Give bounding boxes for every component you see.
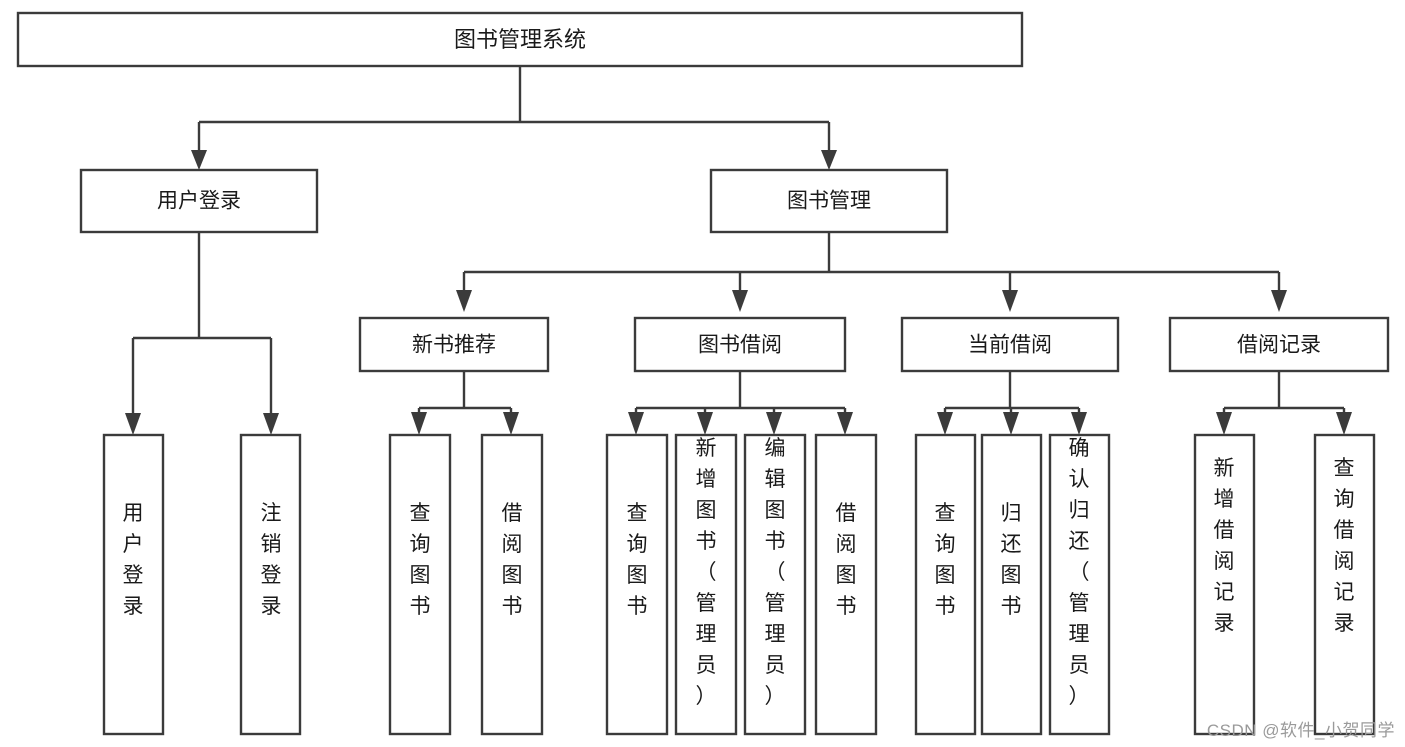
leaf-confirm-return-label: 确认归还（管理员）: [1069, 437, 1090, 708]
leaf-query-book-3[interactable]: 查询图书: [914, 433, 977, 736]
connector-book-borrow-to-leaves: [628, 371, 853, 435]
node-book-borrow[interactable]: 图书借阅: [633, 316, 847, 373]
arrow-icon: [821, 150, 837, 170]
leaf-user-login-label: 用户登录: [123, 502, 144, 618]
node-book-manage[interactable]: 图书管理: [709, 168, 949, 234]
leaf-add-record[interactable]: 新增借阅记录: [1193, 433, 1256, 736]
node-root[interactable]: 图书管理系统: [16, 11, 1024, 68]
connector-borrow-record-to-leaves: [1216, 371, 1352, 435]
arrow-icon: [191, 150, 207, 170]
arrow-icon: [1271, 290, 1287, 312]
leaf-borrow-book-1-label: 借阅图书: [502, 502, 523, 618]
leaf-query-record-label: 查询借阅记录: [1334, 457, 1355, 635]
arrow-icon: [503, 412, 519, 435]
node-borrow-record-label: 借阅记录: [1237, 334, 1321, 357]
leaf-borrow-book-2[interactable]: 借阅图书: [814, 433, 878, 736]
leaf-query-book-2[interactable]: 查询图书: [605, 433, 669, 736]
node-current-borrow[interactable]: 当前借阅: [900, 316, 1120, 373]
node-user-login-label: 用户登录: [157, 190, 241, 213]
node-root-label: 图书管理系统: [454, 27, 586, 52]
node-current-borrow-label: 当前借阅: [968, 334, 1052, 357]
leaf-logout-label: 注销登录: [261, 502, 282, 618]
arrow-icon: [732, 290, 748, 312]
arrow-icon: [628, 412, 644, 435]
arrow-icon: [697, 412, 713, 435]
node-book-borrow-label: 图书借阅: [698, 334, 782, 357]
leaf-query-book-3-label: 查询图书: [935, 502, 956, 618]
arrow-icon: [1002, 290, 1018, 312]
leaf-return-book-label: 归还图书: [1001, 502, 1022, 618]
connector-current-borrow-to-leaves: [937, 371, 1087, 435]
connector-new-book-to-leaves: [411, 371, 519, 435]
leaf-add-book[interactable]: 新增图书（管理员）: [674, 433, 738, 736]
node-book-manage-label: 图书管理: [787, 190, 871, 213]
connector-book-manage-to-level3: [456, 232, 1287, 312]
arrow-icon: [837, 412, 853, 435]
node-new-book-recommend-label: 新书推荐: [412, 334, 496, 357]
node-new-book-recommend[interactable]: 新书推荐: [358, 316, 550, 373]
leaf-query-book-1-label: 查询图书: [410, 502, 431, 618]
arrow-icon: [411, 412, 427, 435]
leaf-confirm-return[interactable]: 确认归还（管理员）: [1048, 433, 1111, 736]
connector-root-to-level2: [191, 66, 837, 170]
leaf-query-record[interactable]: 查询借阅记录: [1313, 433, 1376, 736]
arrow-icon: [263, 413, 279, 435]
leaf-return-book[interactable]: 归还图书: [980, 433, 1043, 736]
arrow-icon: [1071, 412, 1087, 435]
leaf-borrow-book-1[interactable]: 借阅图书: [480, 433, 544, 736]
arrow-icon: [937, 412, 953, 435]
leaf-edit-book-label: 编辑图书（管理员）: [765, 437, 786, 708]
node-user-login[interactable]: 用户登录: [79, 168, 319, 234]
node-borrow-record[interactable]: 借阅记录: [1168, 316, 1390, 373]
arrow-icon: [1003, 412, 1019, 435]
leaf-query-book-2-label: 查询图书: [627, 502, 648, 618]
leaf-edit-book[interactable]: 编辑图书（管理员）: [743, 433, 807, 736]
connector-user-login-to-leaves: [125, 232, 279, 435]
leaf-query-book-1[interactable]: 查询图书: [388, 433, 452, 736]
leaf-add-record-label: 新增借阅记录: [1214, 457, 1235, 635]
arrow-icon: [1216, 412, 1232, 435]
leaf-user-login[interactable]: 用户登录: [102, 433, 165, 736]
arrow-icon: [456, 290, 472, 312]
arrow-icon: [1336, 412, 1352, 435]
leaf-logout[interactable]: 注销登录: [239, 433, 302, 736]
leaf-add-book-label: 新增图书（管理员）: [696, 437, 717, 708]
arrow-icon: [766, 412, 782, 435]
leaf-borrow-book-2-label: 借阅图书: [836, 502, 857, 618]
arrow-icon: [125, 413, 141, 435]
